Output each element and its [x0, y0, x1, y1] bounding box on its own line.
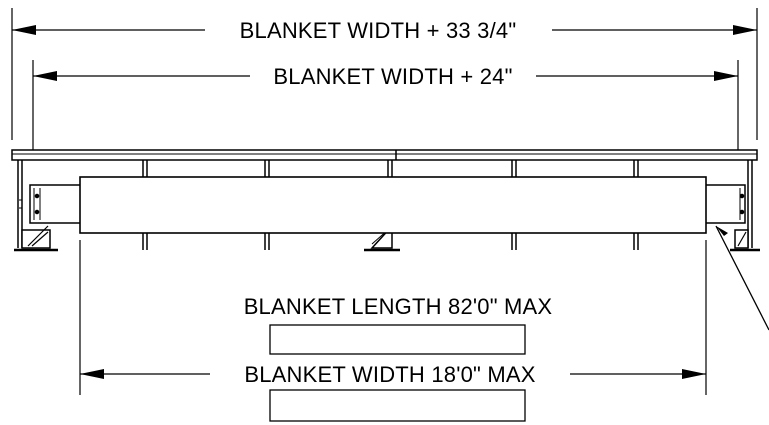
blanket-length-entry-box — [269, 324, 526, 355]
dimension-overall-width: BLANKET WIDTH + 33 3/4" — [12, 18, 757, 43]
blanket-length-label: BLANKET LENGTH 82'0" MAX — [244, 294, 553, 319]
overall-width-label: BLANKET WIDTH + 33 3/4" — [240, 18, 517, 43]
blanket-roll — [79, 176, 707, 234]
leader-line — [715, 225, 769, 331]
machine-frame — [11, 149, 760, 252]
blanket-width-entry-box — [269, 389, 526, 422]
dimension-blanket-width: BLANKET WIDTH 18'0" MAX — [80, 362, 706, 387]
dimension-frame-width: BLANKET WIDTH + 24" — [33, 64, 738, 89]
frame-width-label: BLANKET WIDTH + 24" — [273, 64, 512, 89]
blanket-width-label: BLANKET WIDTH 18'0" MAX — [244, 362, 535, 387]
